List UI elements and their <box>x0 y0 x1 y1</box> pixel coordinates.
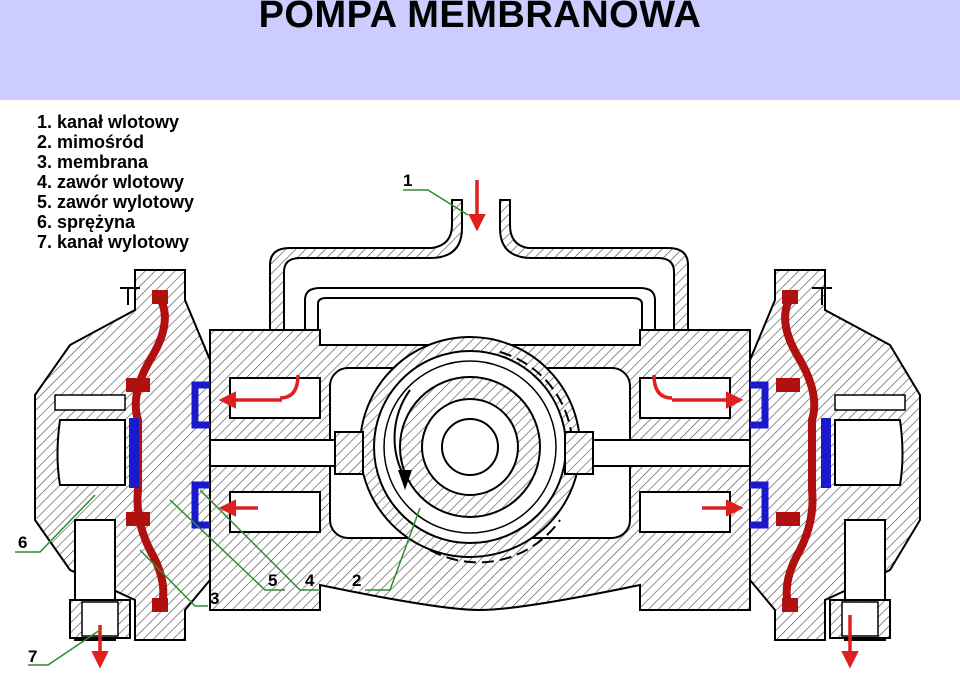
right-membrane <box>781 292 819 612</box>
inlet-turn-left-arrow-icon <box>279 374 300 400</box>
inlet-turn-right-arrow-icon <box>652 374 673 400</box>
right-end-cap <box>749 269 921 641</box>
leader-lines <box>15 189 469 666</box>
legend-item: 3. membrana <box>37 152 149 172</box>
leader-1 <box>403 189 469 216</box>
callout-6: 6 <box>18 533 27 552</box>
callout-7: 7 <box>28 647 37 666</box>
callout-4: 4 <box>305 571 315 590</box>
legend: 1. kanał wlotowy 2. mimośród 3. membrana… <box>37 112 194 252</box>
leader-3 <box>139 549 208 607</box>
legend-item: 2. mimośród <box>37 132 145 152</box>
callout-5: 5 <box>268 571 277 590</box>
callout-2: 2 <box>352 571 361 590</box>
callout-3: 3 <box>210 589 219 608</box>
inlet-pipe <box>269 199 689 346</box>
legend-item: 6. sprężyna <box>37 212 136 232</box>
right-piston-plate <box>821 418 831 488</box>
left-piston-plate <box>129 418 139 488</box>
leader-7 <box>28 629 101 666</box>
left-end-cap <box>34 269 211 641</box>
leader-4 <box>199 489 320 591</box>
title-band <box>0 0 960 100</box>
legend-item: 1. kanał wlotowy <box>37 112 180 132</box>
callout-1: 1 <box>403 171 412 190</box>
valves <box>129 381 831 529</box>
rotation-arrow-icon <box>393 389 411 479</box>
eccentric <box>359 336 581 564</box>
legend-item: 7. kanał wylotowy <box>37 232 190 252</box>
leader-2 <box>365 507 421 591</box>
legend-item: 4. zawór wlotowy <box>37 172 185 192</box>
callouts: 1 2 3 4 5 6 7 <box>18 171 412 666</box>
leader-5 <box>169 499 285 591</box>
leader-6 <box>15 494 96 553</box>
legend-item: 5. zawór wylotowy <box>37 192 195 212</box>
flow-arrows <box>91 180 859 669</box>
page-title: POMPA MEMBRANOWA <box>258 0 702 36</box>
pump-cross-section: 1 2 3 4 5 6 7 <box>15 171 921 669</box>
